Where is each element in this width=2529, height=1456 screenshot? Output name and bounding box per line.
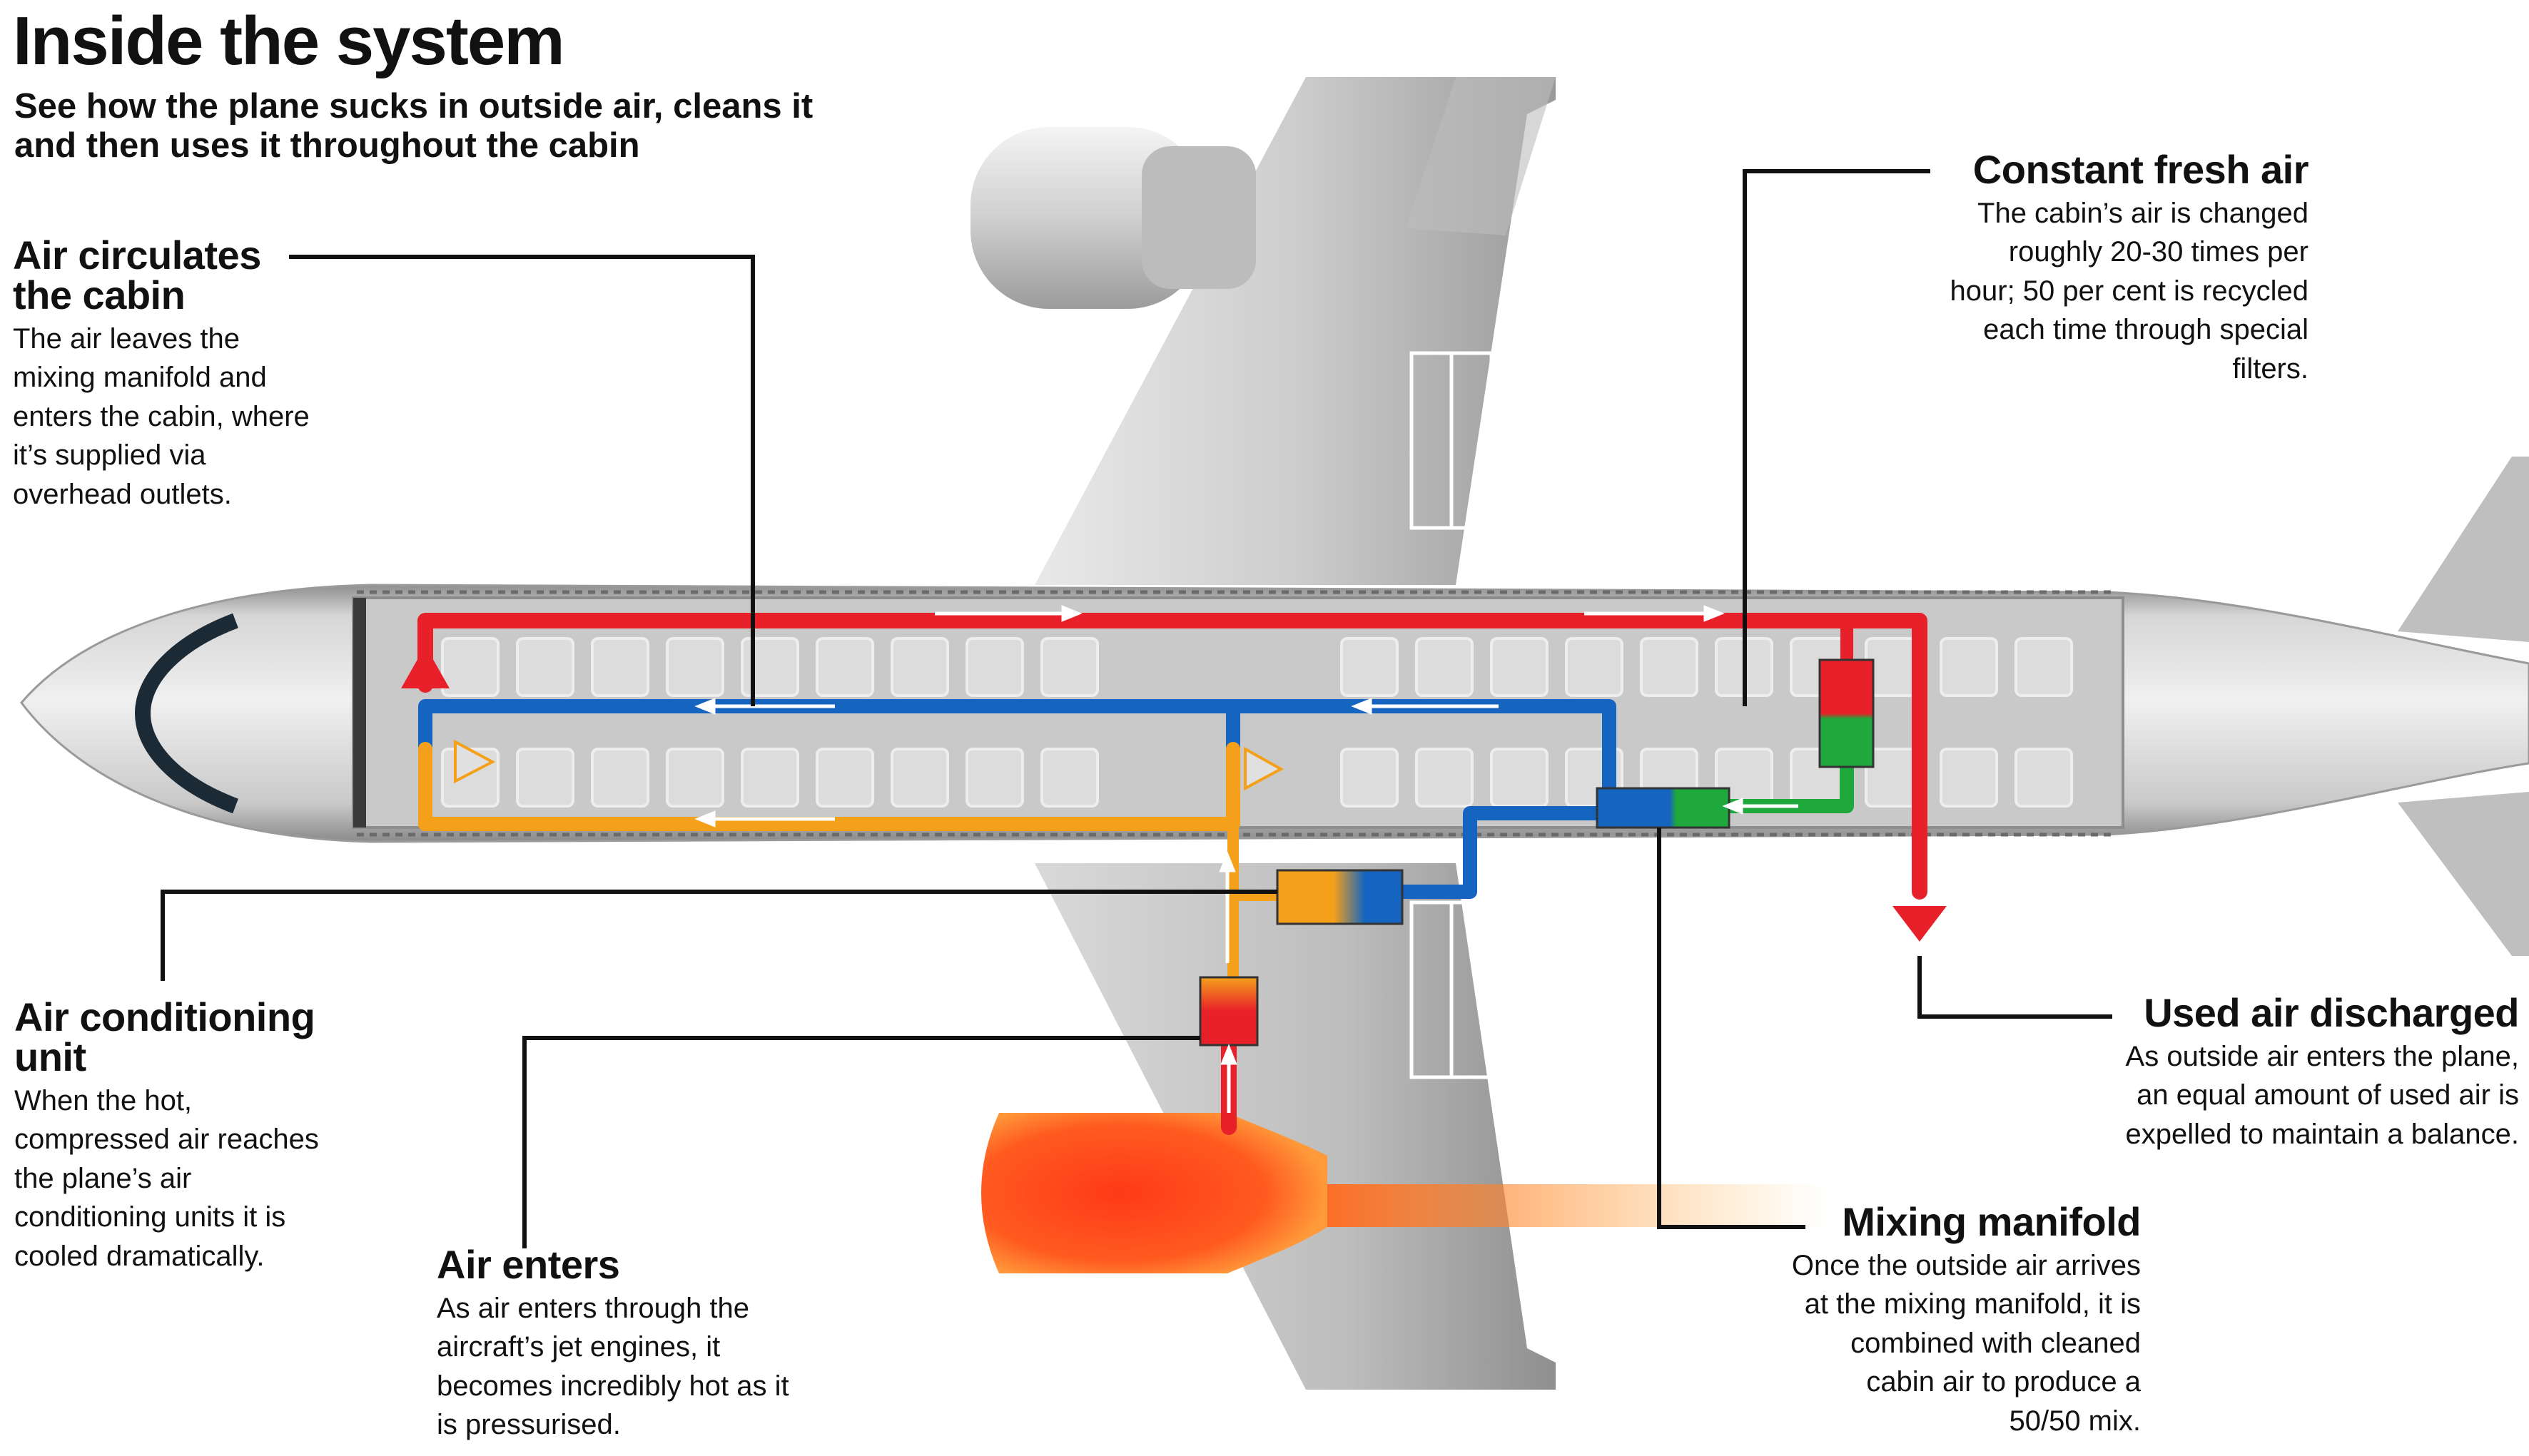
seat bbox=[891, 637, 949, 697]
upper-engine bbox=[970, 127, 1256, 309]
tail-lower-stabilizer bbox=[2398, 792, 2529, 956]
seat bbox=[666, 637, 724, 697]
seat bbox=[1565, 637, 1623, 697]
seat bbox=[741, 637, 799, 697]
seat bbox=[1340, 748, 1399, 808]
callout-heading: Constant fresh air bbox=[1972, 147, 2309, 192]
seat bbox=[1415, 748, 1474, 808]
page-subtitle: See how the plane sucks in outside air, … bbox=[14, 87, 814, 165]
callout-heading: Mixing manifold bbox=[1842, 1199, 2141, 1244]
flow-arrows bbox=[694, 605, 1798, 1113]
callout-air-conditioning-unit: Air conditioning unit When the hot, comp… bbox=[14, 997, 350, 1276]
callout-air-enters: Air enters As air enters through the air… bbox=[437, 1245, 801, 1445]
cold-duct-upper bbox=[418, 699, 1616, 813]
filter-box bbox=[1818, 658, 1875, 768]
seat bbox=[591, 748, 649, 808]
seat bbox=[1415, 637, 1474, 697]
callout-body: As outside air enters the plane, an equa… bbox=[2125, 1041, 2519, 1150]
callout-heading: Air enters bbox=[437, 1242, 620, 1287]
seat bbox=[1040, 637, 1099, 697]
callout-air-circulates: Air circulates the cabin The air leaves … bbox=[13, 235, 313, 514]
upper-wing-flap bbox=[1406, 77, 1556, 235]
callout-body: The air leaves the mixing manifold and e… bbox=[13, 323, 310, 510]
warm-duct bbox=[418, 742, 1240, 831]
heat-exchanger-box bbox=[1199, 976, 1259, 1047]
callout-used-air-discharged: Used air discharged As outside air enter… bbox=[2123, 990, 2520, 1154]
callout-body: When the hot, compressed air reaches the… bbox=[14, 1085, 319, 1272]
callout-mixing-manifold: Mixing manifold Once the outside air arr… bbox=[1791, 1199, 2142, 1440]
cold-duct-to-manifold bbox=[1392, 806, 1613, 899]
cockpit-windows bbox=[134, 613, 238, 814]
seat bbox=[741, 748, 799, 808]
callout-body: The cabin’s air is changed roughly 20-30… bbox=[1950, 198, 2308, 385]
callout-constant-fresh-air: Constant fresh air The cabin’s air is ch… bbox=[1941, 147, 2309, 388]
seat bbox=[1640, 637, 1698, 697]
seat bbox=[1040, 748, 1099, 808]
callout-heading: Air conditioning unit bbox=[14, 994, 315, 1079]
discharge-arrow bbox=[1892, 906, 1947, 942]
air-conditioning-unit-box bbox=[1276, 869, 1404, 925]
seat bbox=[1340, 637, 1399, 697]
cabin-outlet-arrow-left bbox=[454, 739, 496, 784]
mixing-manifold-box bbox=[1596, 787, 1730, 829]
seat bbox=[666, 748, 724, 808]
callout-body: Once the outside air arrives at the mixi… bbox=[1791, 1250, 2141, 1437]
seat bbox=[1490, 637, 1549, 697]
callout-heading: Air circulates the cabin bbox=[13, 233, 261, 317]
seat bbox=[891, 748, 949, 808]
callout-body: As air enters through the aircraft’s jet… bbox=[437, 1293, 789, 1441]
seat bbox=[966, 748, 1024, 808]
lower-engine-hot bbox=[981, 1113, 1827, 1273]
seat bbox=[1490, 748, 1549, 808]
hot-air-intake-arrow bbox=[401, 646, 450, 688]
seat bbox=[2014, 637, 2073, 697]
seat bbox=[966, 637, 1024, 697]
seat bbox=[591, 637, 649, 697]
tail-upper-stabilizer bbox=[2398, 457, 2529, 642]
seat bbox=[2014, 748, 2073, 808]
seat bbox=[516, 637, 574, 697]
seat bbox=[1940, 748, 1998, 808]
seat bbox=[1940, 637, 1998, 697]
seat bbox=[816, 637, 874, 697]
callout-heading: Used air discharged bbox=[2144, 990, 2519, 1035]
page-title: Inside the system bbox=[13, 3, 565, 79]
seat bbox=[516, 748, 574, 808]
leader-lines bbox=[161, 169, 2112, 1248]
seat bbox=[441, 637, 500, 697]
cabin-outlet-arrow-mid bbox=[1244, 746, 1284, 791]
lower-wing bbox=[1035, 863, 1556, 1390]
seat bbox=[816, 748, 874, 808]
